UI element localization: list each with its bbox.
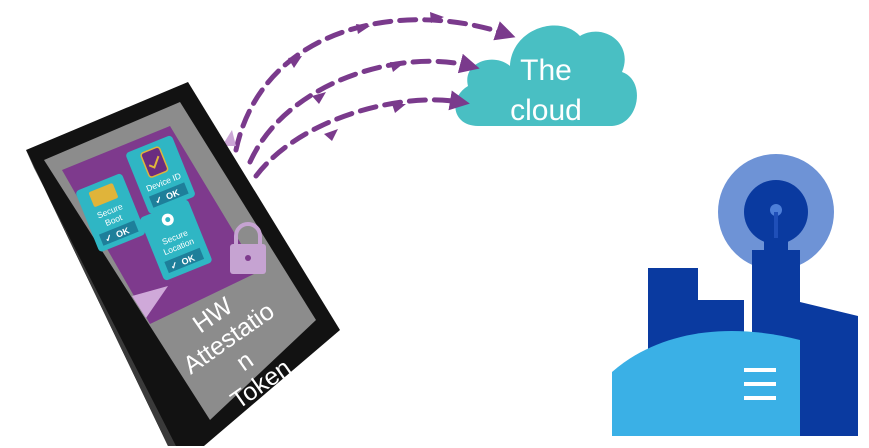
arrow-top xyxy=(233,17,516,153)
tile-secure-boot-status: OK xyxy=(115,225,132,240)
arrow-bottom xyxy=(253,90,470,179)
chevron-icon xyxy=(324,129,338,141)
chevron-icon xyxy=(356,24,370,34)
check-icon: ✓ xyxy=(103,232,114,244)
tower-top xyxy=(764,238,788,250)
cloud: The cloud xyxy=(455,25,637,127)
dome-stripe xyxy=(744,396,776,400)
cloud-shape xyxy=(455,25,637,126)
check-icon: ✓ xyxy=(169,259,180,271)
dome-stripe xyxy=(744,368,776,372)
token-pointer xyxy=(132,286,168,318)
padlock-keyhole xyxy=(245,255,251,261)
chevron-icon xyxy=(390,62,404,72)
ok-badge xyxy=(164,247,205,274)
chevron-icon xyxy=(312,92,326,104)
dome-stripe xyxy=(744,382,776,386)
building-right xyxy=(800,302,858,436)
check-icon: ✓ xyxy=(153,194,164,206)
tile-device-id-status: OK xyxy=(165,187,182,202)
location-pin-dot xyxy=(165,217,171,223)
city-skyline xyxy=(612,154,858,436)
chevron-icon xyxy=(430,12,444,23)
ok-badge xyxy=(98,220,139,246)
stadium-dome xyxy=(612,330,800,436)
tile-secure-boot: Secure Boot ✓ OK xyxy=(76,173,145,252)
padlock-icon xyxy=(230,222,266,274)
arrow-middle xyxy=(247,53,480,165)
cloud-label-line2: cloud xyxy=(510,94,582,127)
ok-badge xyxy=(148,182,189,208)
device-check-mark xyxy=(148,155,160,169)
chevron-icon xyxy=(392,104,406,113)
tile-secure-location: Secure Location ✓ OK xyxy=(140,199,212,281)
chip-icon xyxy=(88,183,118,207)
device-check-icon xyxy=(140,146,169,178)
padlock-shackle xyxy=(234,222,262,244)
antenna-mast xyxy=(774,212,778,242)
attestation-arrows xyxy=(233,17,516,179)
cloud-label-line1: The xyxy=(520,54,572,87)
tile-secure-location-status: OK xyxy=(180,253,197,268)
antenna-beacon xyxy=(770,204,782,216)
arrow-tail-icon xyxy=(222,130,236,146)
smartphone: Secure Boot ✓ OK Device ID ✓ OK Secure L… xyxy=(26,82,340,446)
chevron-icon xyxy=(288,56,302,68)
tile-device-id: Device ID ✓ OK xyxy=(126,135,195,214)
